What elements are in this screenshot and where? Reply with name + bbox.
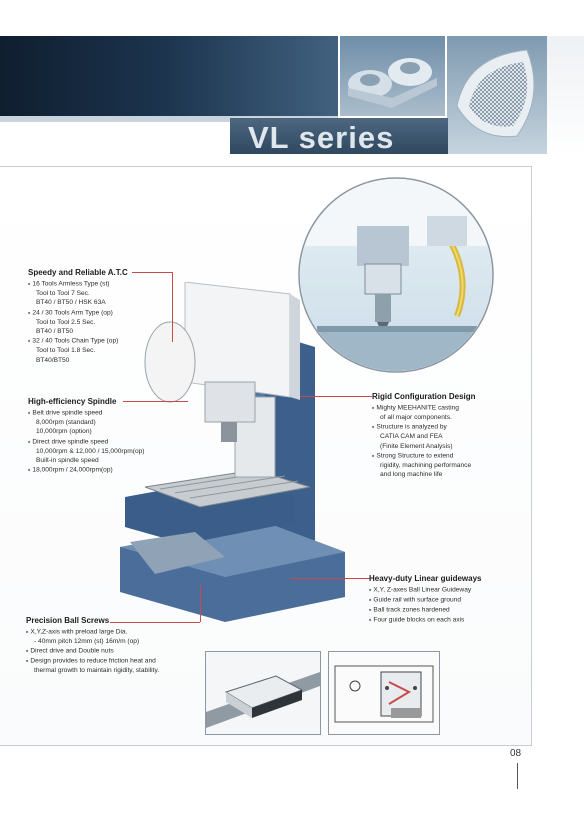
atc-leader-line [132,272,172,273]
spindle-leader-line [123,401,188,402]
guideways-list: X,Y, Z-axes Ball Linear GuidewayGuide ra… [369,585,481,624]
atc-leader-line-vertical [172,272,173,342]
atc-list-item: Tool to Tool 7 Sec. [36,289,90,297]
spindle-list-item: 10,000rpm & 12,000 / 15,000rpm(op) [36,447,145,455]
page-number-rule [517,763,518,789]
header-photo-part [338,36,445,116]
screws-list-item: Direct drive and Double nuts [26,646,159,656]
screws-leader-line-vertical [200,585,201,622]
rigid-list-item: (Finite Element Analysis) [380,442,453,450]
atc-list-item: 24 / 30 Tools Arm Type (op) [28,308,128,318]
atc-list-item: BT40 / BT50 [36,327,74,335]
spindle-list-item: 18,000rpm / 24,000rpm(op) [28,465,145,475]
guide-block-cross-section [328,651,440,735]
rigid-list-item: Strong Structure to extend [372,451,476,461]
screws-list-item: X,Y,Z-axis with preload large Dia. [26,627,159,637]
header-strip [0,116,338,122]
guideways-list-item: Four guide blocks on each axis [369,615,481,625]
atc-list-item: 16 Tools Armless Type (st) [28,279,128,289]
rigid-list-item: and long machine life [380,471,443,479]
rigid-title: Rigid Configuration Design [372,392,476,401]
spindle-title: High-efficiency Spindle [28,397,117,406]
spindle-list-item: Built-in spindle speed [36,456,99,464]
screws-list-item: Design provides to reduce friction heat … [26,656,159,666]
atc-list-item: Tool to Tool 1.8 Sec. [36,347,96,355]
rigid-list-item: Mighty MEEHANITE casting [372,403,476,413]
spindle-closeup-photo [297,176,495,374]
guideways-list-item: X,Y, Z-axes Ball Linear Guideway [369,585,481,595]
atc-list-item: 32 / 40 Tools Chain Type (op) [28,336,128,346]
rigid-list-item: rigidity, machining performance [380,461,472,469]
screws-section: Precision Ball Screws X,Y,Z-axis with pr… [26,616,159,675]
screws-leader-line [110,622,200,623]
screws-list: X,Y,Z-axis with preload large Dia.- 40mm… [26,627,159,675]
spindle-list-item: Belt drive spindle speed [28,408,145,418]
linear-guide-photo [205,651,321,735]
guideways-leader-line [290,578,370,579]
atc-list: 16 Tools Armless Type (st)Tool to Tool 7… [28,279,128,365]
rigid-list-item: CATIA CAM and FEA [380,433,443,441]
rigid-list-item: Structure is analyzed by [372,422,476,432]
rigid-section: Rigid Configuration Design Mighty MEEHAN… [372,392,476,480]
guideways-list-item: Guide rail with surface ground [369,595,481,605]
spindle-section: High-efficiency Spindle Belt drive spind… [28,397,145,475]
spindle-list-item: Direct drive spindle speed [28,437,145,447]
series-title: VL series [248,120,395,155]
atc-section: Speedy and Reliable A.T.C 16 Tools Armle… [28,268,128,365]
rigid-list-item: of all major components. [380,413,452,421]
vertical-machining-center-illustration [115,281,355,622]
atc-list-item: BT40/BT50 [36,356,70,364]
spindle-list-item: 10,000rpm (option) [36,428,92,436]
page-number: 08 [510,748,522,759]
screws-list-item: - 40mm pitch 12mm (st) 16m/m (op) [34,637,140,645]
atc-title: Speedy and Reliable A.T.C [28,268,128,277]
header-side-panel [547,36,584,156]
atc-list-item: Tool to Tool 2.5 Sec. [36,318,96,326]
atc-list-item: BT40 / BT50 / HSK 63A [36,299,106,307]
rigid-leader-line [300,396,372,397]
spindle-list-item: 8,000rpm (standard) [36,418,96,426]
series-banner [230,118,448,154]
screws-list-item: thermal growth to maintain rigidity, sta… [34,666,160,674]
guideways-list-item: Ball track zones hardened [369,605,481,615]
header-photo-mesh [445,36,549,154]
guideways-section: Heavy-duty Linear guideways X,Y, Z-axes … [369,574,481,624]
guideways-title: Heavy-duty Linear guideways [369,574,482,583]
screws-title: Precision Ball Screws [26,616,110,625]
